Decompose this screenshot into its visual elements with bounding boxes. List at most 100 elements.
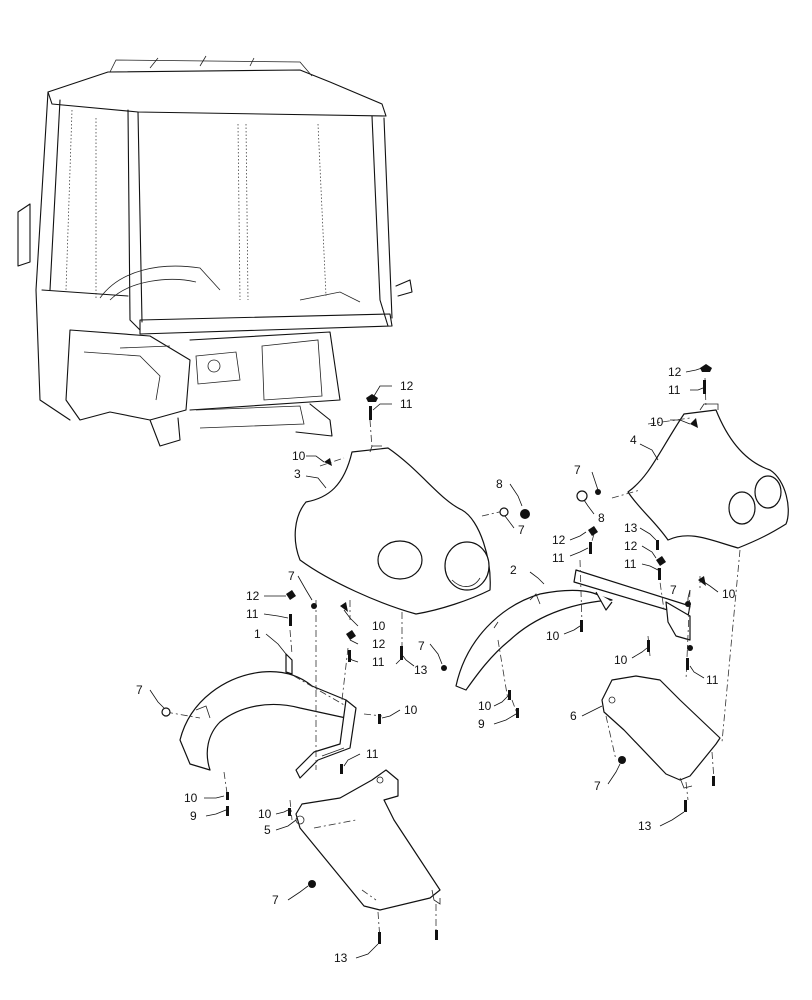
callout-7: 7 [574, 463, 581, 477]
fastener-7a [499, 507, 509, 517]
fastener-13b [400, 646, 403, 660]
fastener-10g [378, 714, 381, 724]
callout-12: 12 [400, 379, 414, 393]
callout-13: 13 [624, 521, 638, 535]
callout-12: 12 [668, 365, 682, 379]
callout-7: 7 [594, 779, 601, 793]
part-6-mud-flap [601, 675, 721, 789]
fastener-10h [226, 792, 229, 800]
fastener-7f [161, 707, 171, 717]
callout-11: 11 [668, 383, 681, 397]
fastener-10b [690, 418, 698, 428]
part-4-fender-cover [627, 403, 789, 549]
fastener-10j [508, 690, 511, 700]
callout-3: 3 [294, 467, 301, 481]
callout-12: 12 [624, 539, 638, 553]
callout-10: 10 [478, 699, 492, 713]
fastener-10a [324, 458, 332, 466]
callout-12: 12 [552, 533, 566, 547]
fastener-10d [580, 620, 583, 632]
fastener-12b [700, 364, 712, 372]
callout-10: 10 [404, 703, 418, 717]
fastener-13d [684, 800, 687, 812]
fastener-7b [595, 489, 601, 495]
fastener-7d [441, 665, 447, 671]
fastener-11f [348, 650, 351, 662]
callout-labels: 12 11 10 3 8 7 12 11 10 4 7 8 13 12 11 7… [136, 365, 736, 965]
callout-9: 9 [190, 809, 197, 823]
part-2-rear-fender [455, 569, 691, 691]
fastener-12f [286, 590, 296, 600]
fastener-11e-b [686, 658, 689, 670]
fastener-12d [588, 526, 598, 536]
callout-10: 10 [372, 619, 386, 633]
callout-12: 12 [246, 589, 260, 603]
fasteners [161, 364, 715, 944]
fastener-12e [346, 630, 356, 640]
part-1-front-fender [179, 653, 357, 779]
callout-7: 7 [272, 893, 279, 907]
callout-6: 6 [570, 709, 577, 723]
fastener-10e [647, 640, 650, 652]
fastener-7c [685, 601, 691, 607]
callout-7: 7 [136, 683, 143, 697]
callout-5: 5 [264, 823, 271, 837]
fastener-9b [516, 708, 519, 718]
callout-7: 7 [670, 583, 677, 597]
fastener-11b [703, 380, 706, 394]
callout-8: 8 [598, 511, 605, 525]
fastener-11e [687, 645, 693, 651]
callout-13: 13 [638, 819, 652, 833]
fastener-11d [589, 542, 592, 554]
fastener-13a [656, 540, 659, 550]
callout-13: 13 [414, 663, 428, 677]
fastener-7e [311, 603, 317, 609]
part-3-fender-cover [294, 445, 491, 615]
callout-10: 10 [722, 587, 736, 601]
fastener-9a [226, 806, 229, 816]
callout-10: 10 [258, 807, 272, 821]
fastener-7h [618, 756, 626, 764]
fastener-10f [340, 602, 348, 612]
callout-11: 11 [624, 557, 637, 571]
fastener-12c [656, 556, 666, 566]
callout-11: 11 [552, 551, 565, 565]
fastener-11a [369, 406, 372, 420]
callout-2: 2 [510, 563, 517, 577]
fastener-11c [658, 568, 661, 580]
cab-frame-assembly [17, 55, 413, 447]
part-5-mud-flap [295, 769, 441, 911]
fastener-12a [366, 394, 378, 402]
callout-7: 7 [518, 523, 525, 537]
fastener-8b [576, 490, 588, 502]
callout-11: 11 [706, 673, 719, 687]
fastener-11g [289, 614, 292, 626]
callout-10: 10 [614, 653, 628, 667]
callout-11: 11 [366, 747, 379, 761]
fastener-13c [378, 932, 381, 944]
callout-10: 10 [292, 449, 306, 463]
fastener-7g [308, 880, 316, 888]
callout-1: 1 [254, 627, 261, 641]
callout-7: 7 [288, 569, 295, 583]
fastener-13d-b [712, 776, 715, 786]
callout-9: 9 [478, 717, 485, 731]
fastener-8a [520, 509, 530, 519]
fastener-10c [698, 576, 706, 586]
callout-8: 8 [496, 477, 503, 491]
fastener-13c-b [435, 930, 438, 940]
fastener-11h [340, 764, 343, 774]
callout-10: 10 [546, 629, 560, 643]
callout-10: 10 [650, 415, 664, 429]
callout-11: 11 [372, 655, 385, 669]
callout-11: 11 [246, 607, 259, 621]
callout-10: 10 [184, 791, 198, 805]
callout-13: 13 [334, 951, 348, 965]
callout-11: 11 [400, 397, 413, 411]
leader-lines [149, 367, 719, 959]
fastener-10i [288, 808, 291, 816]
callout-12: 12 [372, 637, 386, 651]
callout-4: 4 [630, 433, 637, 447]
callout-7: 7 [418, 639, 425, 653]
